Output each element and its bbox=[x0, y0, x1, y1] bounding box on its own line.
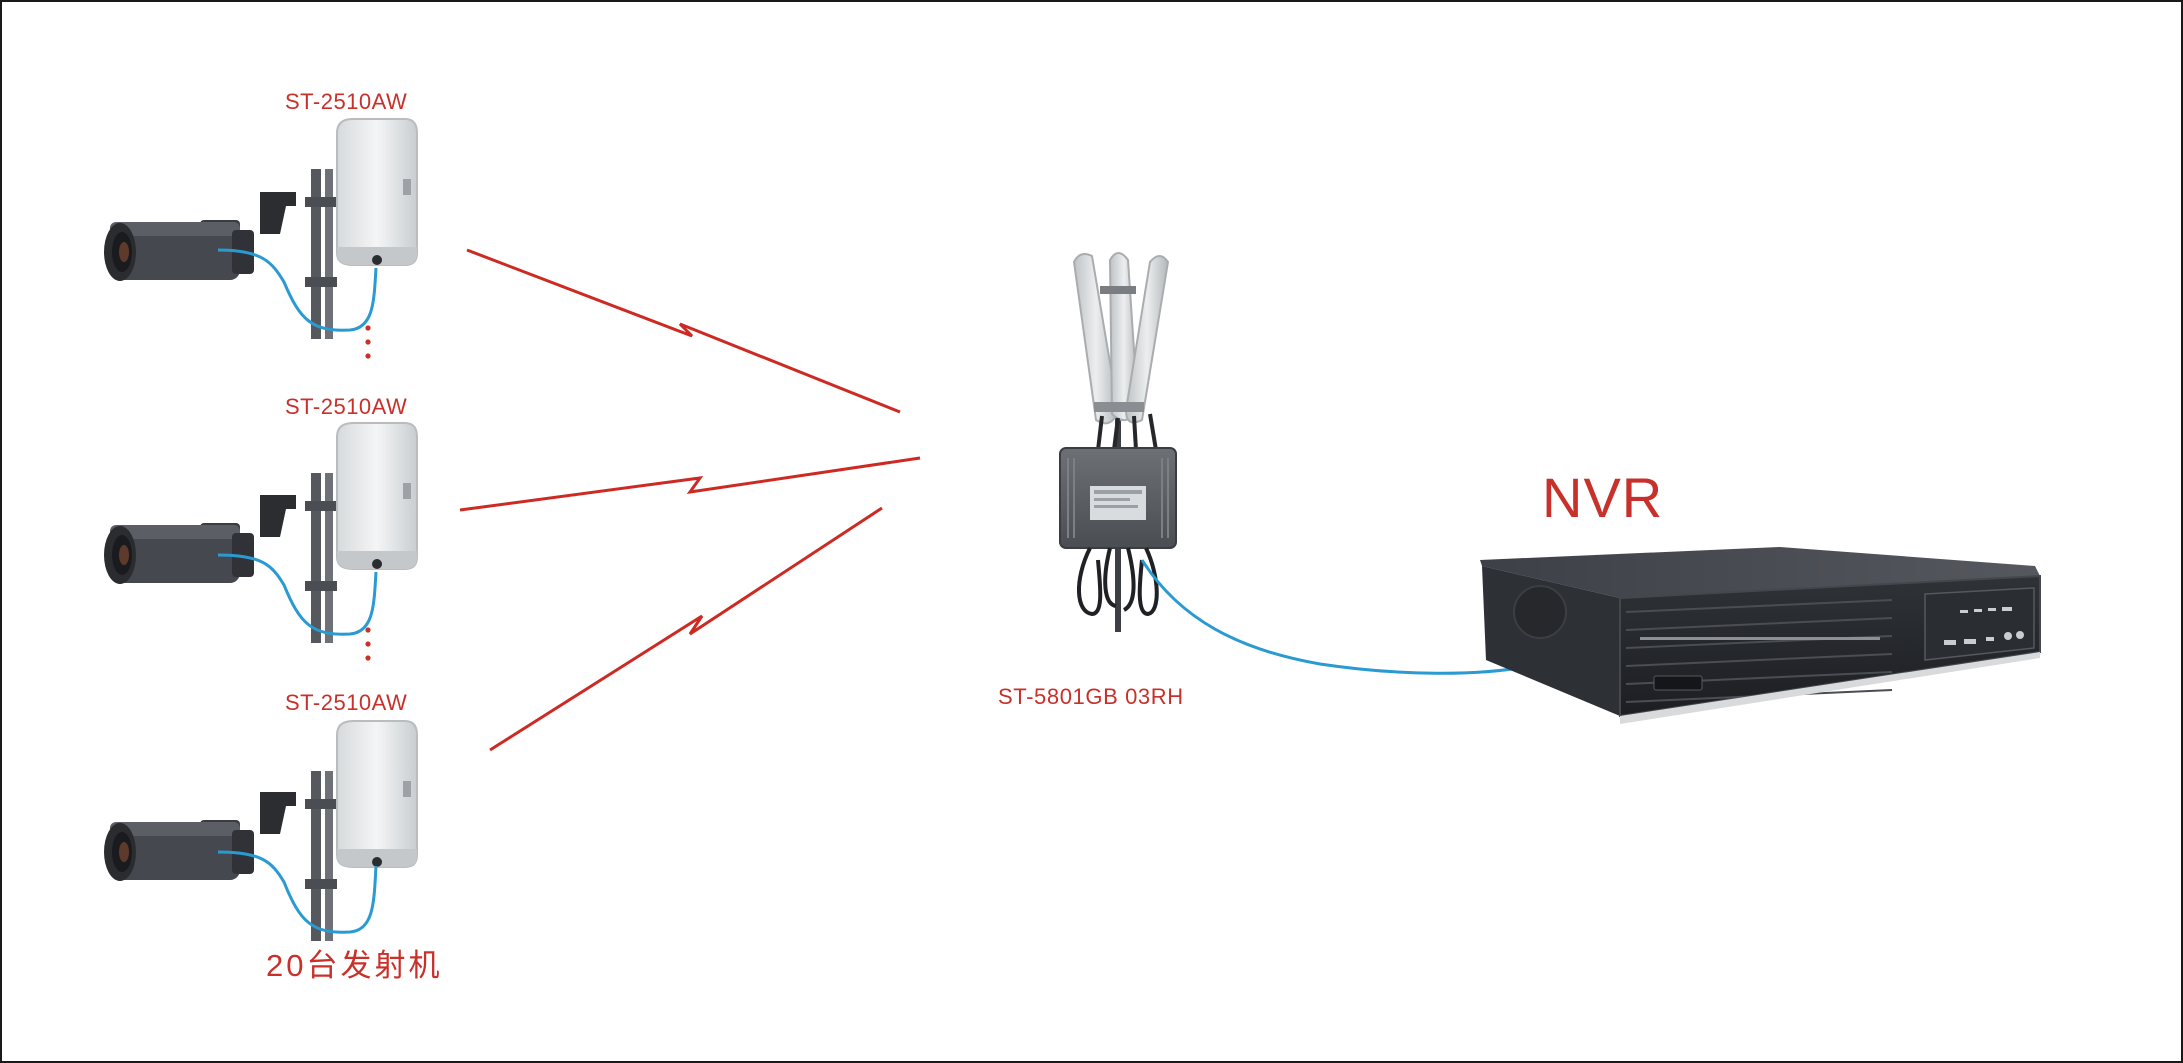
nvr-title: NVR bbox=[1542, 466, 1664, 529]
transmitter-model-label: ST-2510AW bbox=[285, 394, 408, 419]
outdoor-cpe-icon bbox=[304, 422, 418, 644]
outdoor-cpe-icon bbox=[304, 118, 418, 340]
transmitter-model-label: ST-2510AW bbox=[285, 690, 408, 715]
bullet-camera-icon bbox=[104, 192, 296, 281]
wireless-link-1 bbox=[466, 248, 901, 414]
transmitter-node-1 bbox=[104, 118, 418, 340]
transmitter-node-3 bbox=[104, 720, 418, 942]
ethernet-cable-uplink bbox=[1140, 559, 1531, 675]
transmitter-count-label: 20台发射机 bbox=[266, 948, 443, 983]
wireless-link-2 bbox=[459, 456, 921, 512]
ellipsis-dots bbox=[365, 627, 371, 661]
ethernet-cable bbox=[217, 553, 378, 636]
ethernet-cable bbox=[217, 850, 378, 934]
ellipsis-dots bbox=[365, 325, 371, 359]
sector-antenna-base-station-icon bbox=[1059, 252, 1177, 632]
base-station-model-label: ST-5801GB 03RH bbox=[998, 684, 1184, 709]
nvr-recorder-icon bbox=[1480, 547, 2041, 724]
outdoor-cpe-icon bbox=[304, 720, 418, 942]
wireless-link-3 bbox=[489, 506, 883, 752]
ethernet-cable bbox=[217, 248, 378, 332]
bullet-camera-icon bbox=[104, 495, 296, 584]
wireless-link-icon bbox=[459, 248, 921, 752]
transmitter-node-2 bbox=[104, 422, 418, 644]
transmitter-model-label: ST-2510AW bbox=[285, 89, 408, 114]
bullet-camera-icon bbox=[104, 792, 296, 881]
